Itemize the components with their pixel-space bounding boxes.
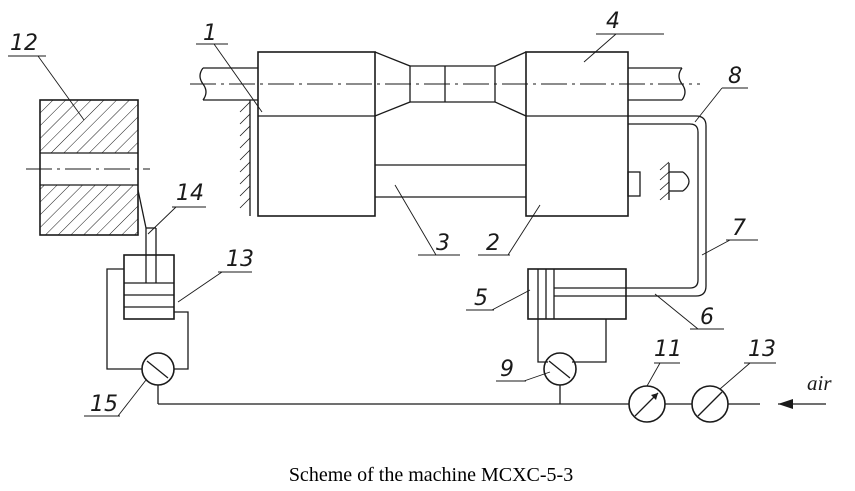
label-6: 6	[700, 305, 714, 330]
label-12: 12	[10, 31, 38, 56]
air-inlet-arrow	[778, 399, 826, 409]
label-8: 8	[728, 64, 742, 89]
label-2: 2	[486, 231, 500, 256]
pressure-regulator	[628, 385, 666, 423]
valve-right	[543, 352, 577, 386]
figure-caption: Scheme of the machine MCXC-5-3	[289, 464, 573, 486]
label-1: 1	[203, 21, 217, 46]
air-label: air	[807, 371, 832, 395]
label-7: 7	[732, 216, 746, 241]
valve-left	[141, 352, 175, 386]
label-4: 4	[606, 9, 620, 34]
hatched-block	[26, 99, 150, 236]
workpiece	[374, 51, 527, 117]
leader-lines	[8, 33, 776, 417]
label-9: 9	[500, 357, 514, 382]
guide-bar	[375, 164, 526, 198]
label-13-filter: 13	[748, 337, 776, 362]
left-headstock	[239, 51, 376, 217]
label-5: 5	[474, 286, 488, 311]
piping	[106, 268, 760, 405]
label-13-cylinder: 13	[226, 247, 254, 272]
right-headstock	[525, 51, 641, 217]
needle-rod	[137, 189, 157, 283]
air-pipe	[626, 115, 707, 297]
label-11: 11	[654, 337, 682, 362]
label-15: 15	[90, 392, 118, 417]
label-14: 14	[176, 181, 204, 206]
small-cylinder	[123, 254, 175, 320]
air-filter	[691, 385, 729, 423]
label-3: 3	[436, 231, 450, 256]
part-labels: 1 4 8 3 2 7 6 5 12 14 13 9 11 13 15 air	[10, 9, 832, 417]
stop-support	[659, 161, 690, 201]
pneumatic-cylinder	[527, 268, 627, 320]
